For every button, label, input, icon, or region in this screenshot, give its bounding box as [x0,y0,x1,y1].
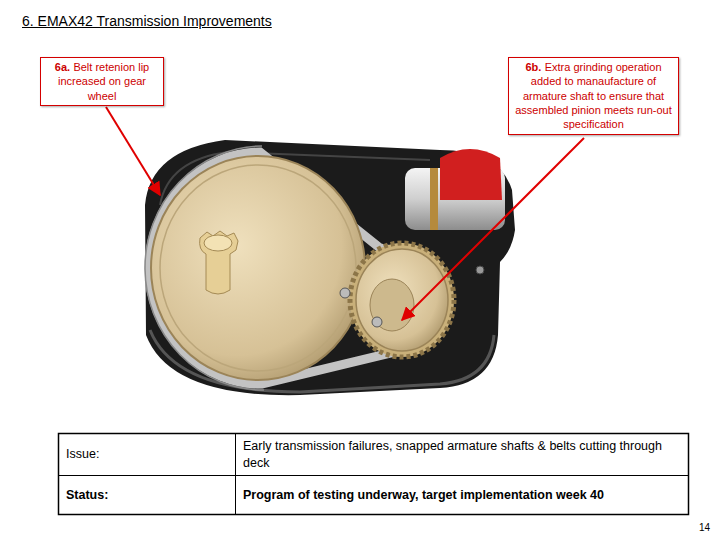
callout-box: 6a.Belt retenion lip increased on gear w… [40,57,164,106]
table-cell-text: Early transmission failures, snapped arm… [243,438,682,472]
table-cell: Early transmission failures, snapped arm… [236,434,688,475]
table-cell: Program of testing underway, target impl… [236,476,688,514]
page-number: 14 [680,521,710,535]
output-pinion [200,231,238,294]
table-frame [59,434,689,515]
table-cell-text: Program of testing underway, target impl… [243,487,604,504]
table-rule [58,475,689,476]
table-cell-head-text: Status: [66,487,108,504]
leader-arrow [106,107,160,195]
screw [372,317,382,327]
page-number-text: 14 [699,521,710,535]
small-gear-teeth [350,243,454,357]
callout-text: Belt retenion lip increased on gear whee… [58,61,149,102]
callout-number: 6b. [526,61,542,73]
small-gear [356,249,448,351]
pinion-face [204,235,232,251]
small-pulley [370,279,414,331]
motor-cap [440,149,502,200]
leader-arrow [402,138,584,320]
callout-box: 6b.Extra grinding operation added to man… [508,57,679,135]
table-rule [235,433,236,515]
table-cell-head: Issue: [59,434,235,475]
table-cell-head-text: Issue: [66,446,99,463]
screw [476,266,484,274]
table-cell-head: Status: [59,476,235,514]
screw [340,288,350,298]
gear-wheel-lip [160,165,356,371]
housing [145,140,515,395]
motor-band [430,168,438,230]
gear-wheel [151,156,365,380]
callout-number: 6a. [55,61,70,73]
slide-title: 6. EMAX42 Transmission Improvements [22,13,272,29]
